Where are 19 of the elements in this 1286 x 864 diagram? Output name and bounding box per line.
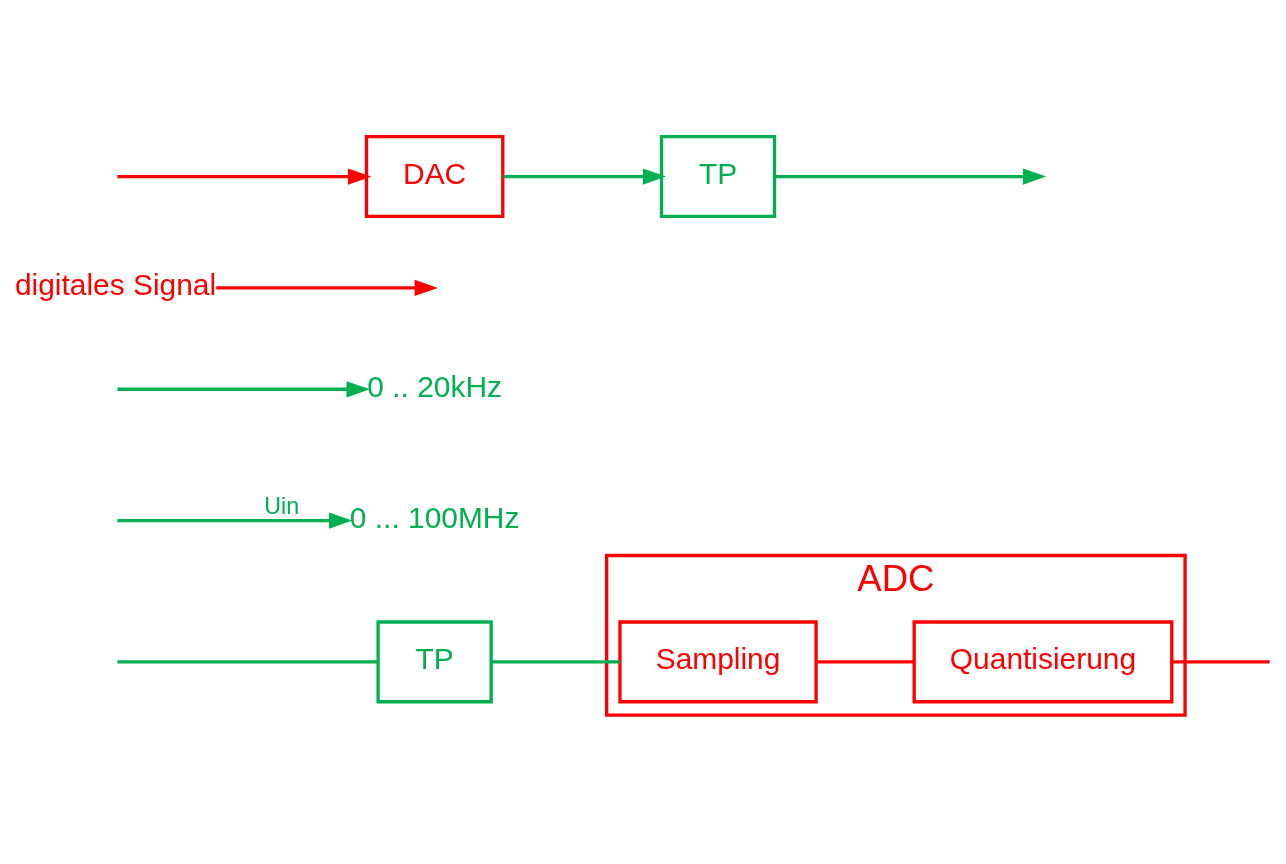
node-box: Quantisierung (912, 619, 1174, 703)
arrow (117, 511, 353, 529)
arrow (216, 279, 438, 296)
node-text: digitales Signal (14, 267, 217, 301)
node-text: 0 .. 20kHz (367, 369, 502, 403)
node-text: 0 ... 100MHz (349, 500, 520, 534)
connector (491, 659, 620, 664)
node-box: DAC (364, 134, 505, 218)
node-box: TP (376, 619, 493, 703)
arrow (774, 167, 1047, 185)
node-box: Sampling (618, 619, 818, 703)
connector (1172, 659, 1270, 664)
connector (816, 659, 914, 664)
connector (117, 659, 379, 664)
node-box: TP (659, 134, 777, 218)
arrow (503, 167, 667, 185)
arrow (117, 380, 370, 397)
edge-label: Uin (264, 492, 300, 519)
arrow (117, 167, 372, 185)
